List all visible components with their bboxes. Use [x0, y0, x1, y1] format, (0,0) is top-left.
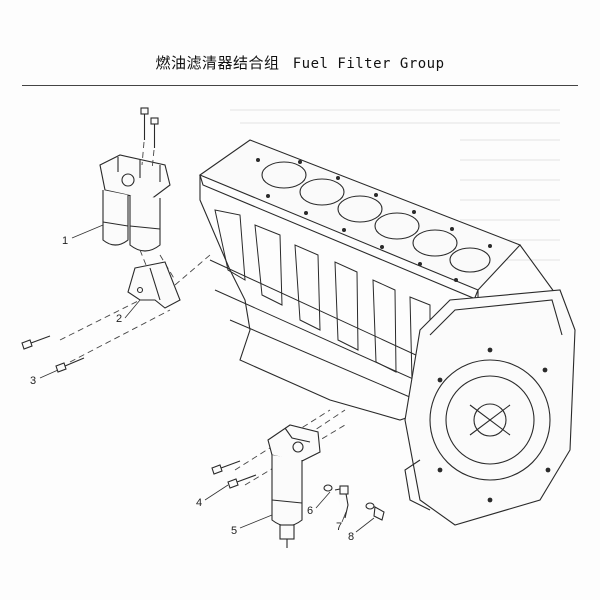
engine-block: [198, 139, 576, 526]
leader-lines: [39, 224, 375, 533]
title-rule: [22, 85, 578, 86]
callout-numbers: 1 2 3 4 5 6 7 8: [30, 235, 354, 543]
fittings-parts-6-7-8: [323, 484, 385, 521]
water-separator-part-5: [267, 424, 321, 548]
callout-7: 7: [336, 521, 342, 533]
title-english: Fuel Filter Group: [292, 56, 445, 72]
page-title: 燃油滤清器结合组 Fuel Filter Group: [0, 52, 600, 73]
bolts-part-3: [21, 335, 85, 373]
title-chinese: 燃油滤清器结合组: [155, 54, 280, 72]
callout-4: 4: [196, 497, 202, 509]
callout-6: 6: [307, 505, 313, 517]
callout-8: 8: [348, 531, 354, 543]
filter-assembly-part-1: [99, 154, 171, 252]
bracket-part-2: [127, 261, 181, 309]
callout-5: 5: [231, 525, 237, 537]
bleed-through-table: [230, 109, 560, 261]
head-bolts: [140, 107, 159, 148]
callout-3: 3: [30, 375, 36, 387]
callout-1: 1: [62, 235, 68, 247]
bolts-part-4: [211, 460, 257, 489]
callout-2: 2: [116, 313, 122, 325]
